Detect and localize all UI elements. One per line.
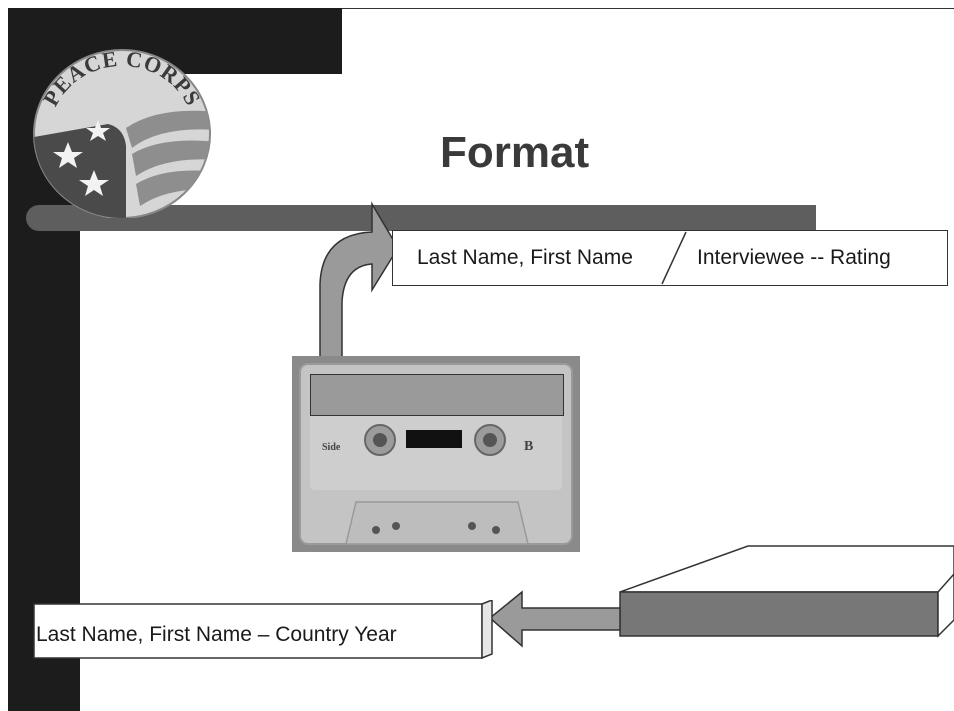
spine-label-divider (661, 231, 687, 285)
cassette-label-strip (310, 374, 564, 416)
top-dark-block (8, 8, 342, 74)
left-arrow-icon (488, 590, 621, 648)
case-label-box (33, 600, 493, 660)
cassette-side-letter: B (524, 439, 533, 454)
spine-label-box (392, 230, 948, 286)
peace-corps-logo: PEACE CORPS (33, 46, 211, 218)
case-label-text: Last Name, First Name – Country Year (36, 623, 397, 646)
spine-label-interviewee: Interviewee -- Rating (697, 246, 891, 269)
spine-label-name: Last Name, First Name (417, 246, 633, 269)
cassette-side-text: Side (322, 442, 341, 453)
curved-arrow-icon (319, 201, 399, 381)
top-rule (342, 8, 954, 9)
slide-title: Format (440, 128, 590, 177)
case-box (619, 545, 954, 638)
